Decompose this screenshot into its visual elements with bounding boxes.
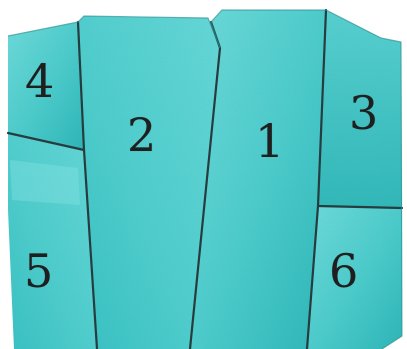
fragment-label-2: 2 — [127, 112, 156, 158]
fragment-label-1: 1 — [255, 118, 284, 164]
fragment-label-3: 3 — [349, 90, 378, 136]
fragment-label-4: 4 — [25, 58, 54, 104]
fragment-label-6: 6 — [329, 248, 358, 294]
fragment-label-5: 5 — [24, 248, 53, 294]
